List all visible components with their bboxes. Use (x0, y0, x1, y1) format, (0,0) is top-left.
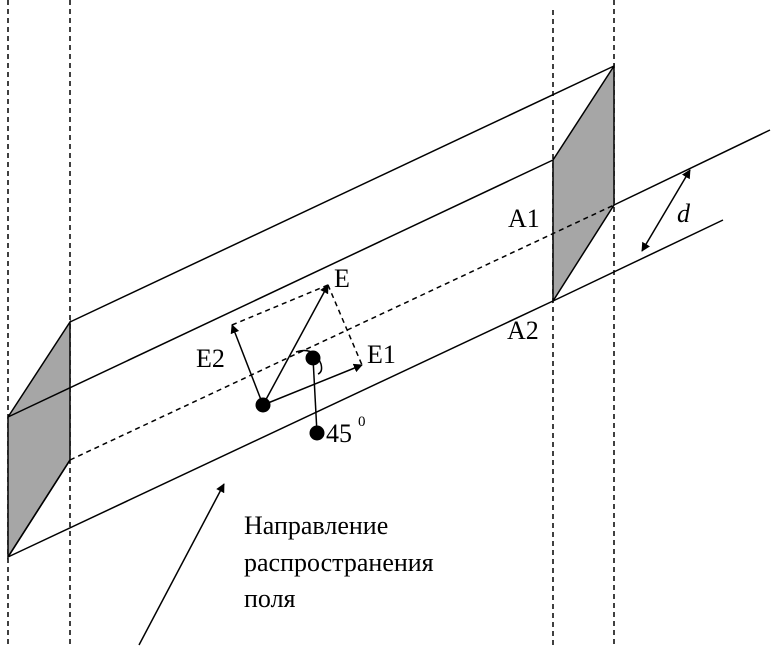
vector-E (262, 284, 329, 406)
caption-line-1: Направление (244, 511, 388, 540)
angle-marker (295, 349, 325, 441)
label-d: d (677, 199, 691, 228)
origin-point (255, 397, 271, 413)
angle-point-bottom (309, 425, 325, 441)
angle-point-top (305, 350, 321, 366)
slab-lower-edge-extension (552, 219, 724, 302)
slab-lower-edge (7, 300, 554, 558)
label-E: E (334, 264, 350, 293)
right-cross-section-face (552, 63, 615, 304)
propagation-direction-arrow (138, 483, 225, 646)
vector-E2 (230, 324, 264, 406)
slab-upper-edge (7, 159, 554, 418)
label-E1: E1 (367, 340, 396, 369)
face-diagonal-left (7, 459, 71, 558)
angle-leader-line (312, 357, 318, 434)
thickness-d-arrow (641, 169, 691, 252)
slab-hidden-edge (69, 204, 615, 461)
slab-edges (7, 65, 771, 558)
angle-arc (295, 349, 323, 375)
vector-E1 (262, 363, 363, 406)
label-E2: E2 (196, 344, 225, 373)
vertical-reference-lines (7, 0, 615, 647)
caption-line-3: поля (244, 584, 296, 613)
caption-line-2: распространения (244, 548, 434, 577)
slab-upper-edge-extension (613, 129, 771, 206)
left-cross-section-face (7, 319, 71, 560)
projection-dashed-right (327, 284, 363, 366)
field-vectors (230, 284, 363, 413)
label-angle-value: 45 (326, 419, 352, 448)
slab-top-edge (69, 65, 615, 323)
label-A2: A2 (507, 316, 539, 345)
label-A1: A1 (508, 204, 540, 233)
label-angle-superscript: 0 (358, 414, 366, 430)
labels: E E1 E2 A1 A2 d 45 0 (196, 199, 691, 448)
propagation-caption: Направление распространения поля (244, 511, 434, 613)
